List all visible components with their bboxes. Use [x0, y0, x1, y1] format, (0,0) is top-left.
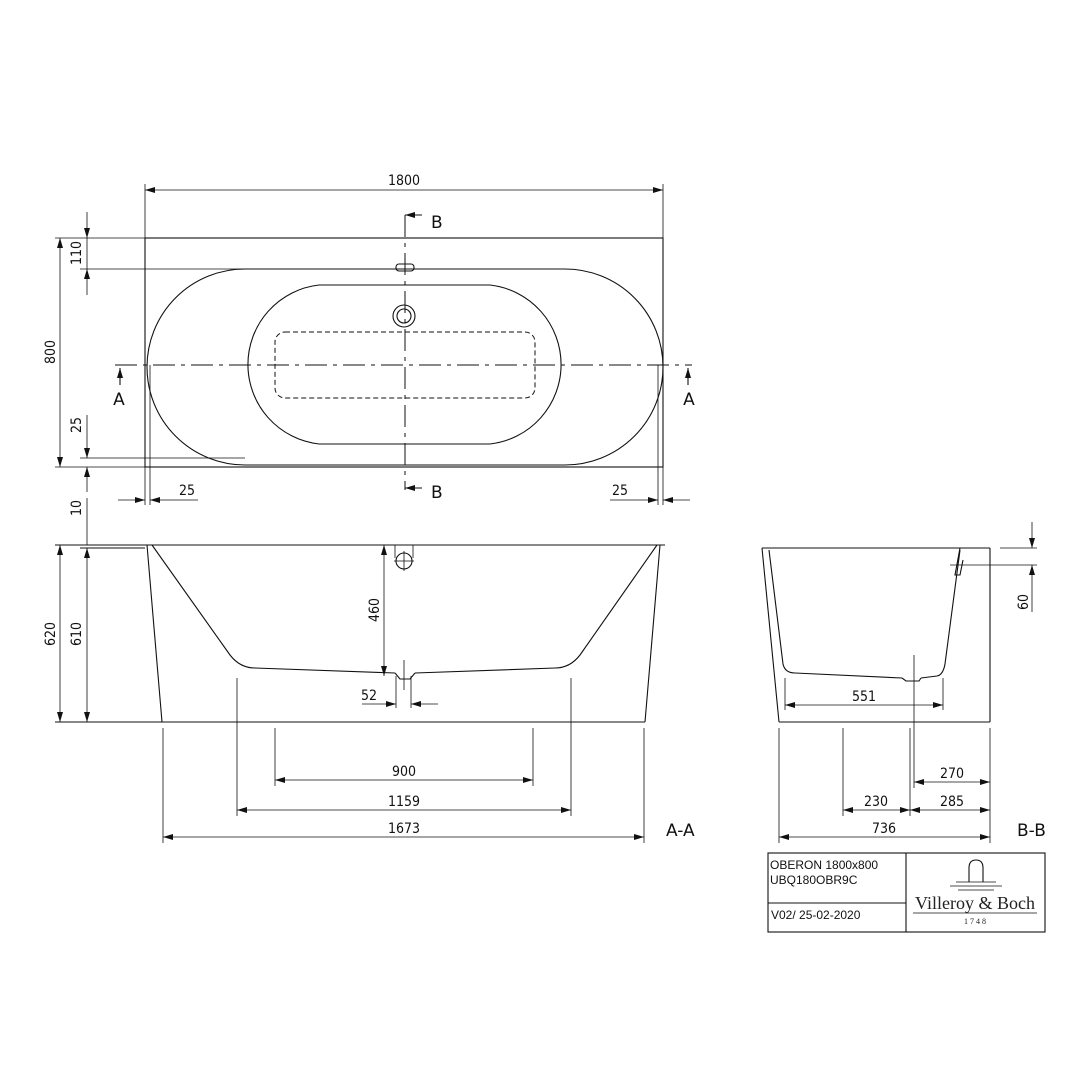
dim-feet-inner: 900 [392, 764, 416, 780]
product-name: OBERON 1800x800 [770, 858, 878, 872]
section-mark-b-top: B [431, 213, 443, 233]
section-mark-a-left: A [113, 390, 125, 410]
dim-drain-right: 270 [940, 766, 964, 782]
overflow-profile [954, 547, 964, 576]
dim-rim-bottom: 25 [69, 417, 85, 433]
drain-outlet [901, 677, 922, 682]
section-mark-a-right: A [683, 390, 695, 410]
section-a-a: 620 610 460 52 900 1159 1673 A-A [43, 544, 695, 843]
dim-offset: 10 [69, 500, 85, 516]
dim-overall-width: 800 [43, 340, 59, 364]
ext-lines [778, 655, 991, 843]
inner-basin-profile [151, 544, 658, 674]
dim-foot-right: 285 [940, 794, 964, 810]
dim-foot-mid: 230 [864, 794, 888, 810]
brand-logo-icon [950, 859, 1002, 891]
version-date: V02/ 25-02-2020 [771, 908, 861, 922]
inner-basin-profile [768, 549, 961, 679]
dim-base-width: 736 [872, 821, 896, 837]
title-block: OBERON 1800x800 UBQ180OBR9C V02/ 25-02-2… [767, 852, 1046, 933]
dim-feet-outer: 1159 [388, 794, 420, 810]
overflow-icon [395, 263, 415, 272]
drain-inner-ring [396, 308, 412, 324]
product-code: UBQ180OBR9C [770, 873, 858, 887]
dim-height-total: 620 [43, 622, 59, 646]
dim-rim-left: 25 [179, 483, 195, 499]
plan-view: 1800 800 110 25 10 25 25 A A B [43, 173, 695, 545]
ext-lines [162, 678, 645, 843]
brand-year: 1748 [964, 917, 988, 926]
faucet-shape [968, 859, 984, 882]
dim-overflow-height: 60 [1016, 594, 1032, 610]
outer-wall [146, 544, 661, 723]
dim-height-rim: 610 [69, 622, 85, 646]
ext-line [395, 676, 412, 708]
section-b-b: 60 551 270 230 285 736 B-B [761, 522, 1046, 843]
dim-drain-width: 52 [361, 688, 377, 704]
outer-wall [761, 547, 780, 723]
overflow-crosshair [394, 545, 414, 571]
inner-basin-oval [247, 284, 562, 445]
outer-basin-oval [146, 268, 664, 466]
dim-overflow-depth: 460 [367, 598, 383, 622]
section-title-a: A-A [666, 821, 695, 841]
section-title-b: B-B [1017, 821, 1046, 841]
dim-bottom-width: 551 [852, 689, 876, 705]
drain-outlet [394, 672, 416, 680]
tub-outline-rect [144, 237, 664, 468]
drain-icon [392, 304, 416, 328]
brand-name: Villeroy & Boch [915, 893, 1035, 913]
dim-rim-top: 110 [69, 241, 85, 265]
dim-base-length: 1673 [388, 821, 420, 837]
section-mark-b-bottom: B [431, 483, 443, 503]
dim-overall-length: 1800 [388, 173, 420, 189]
dim-rim-right: 25 [612, 483, 628, 499]
